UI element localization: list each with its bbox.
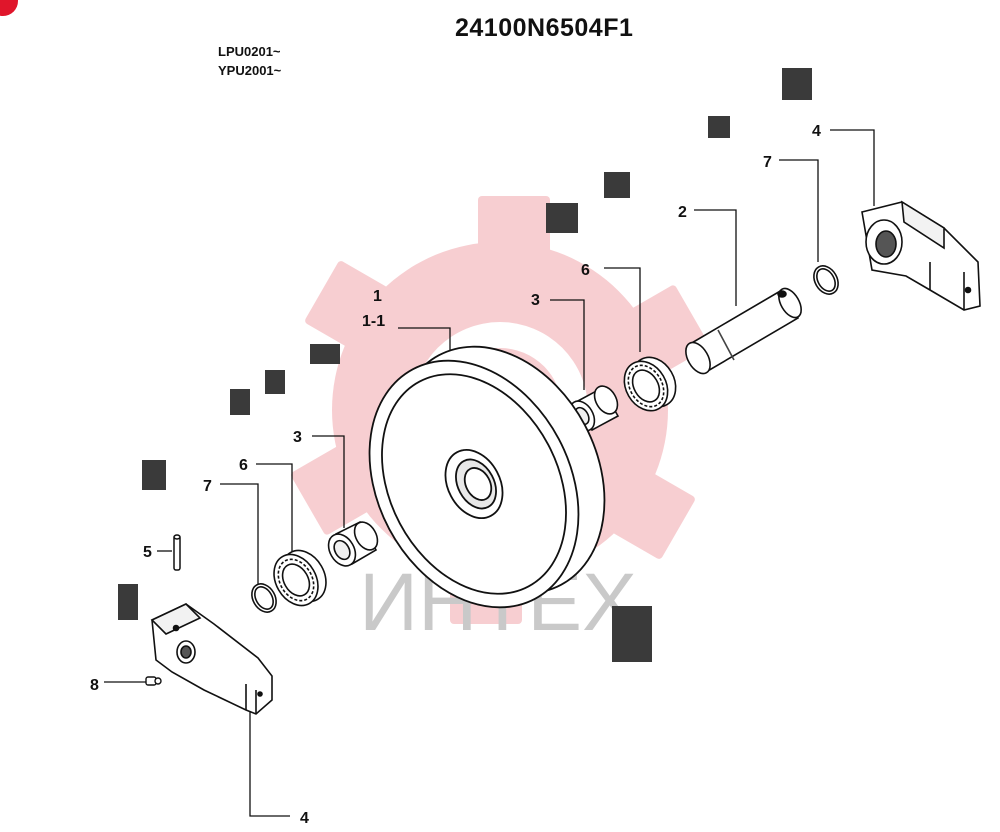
leader-lines <box>104 129 875 817</box>
callout-1-1: 1-1 <box>362 313 385 330</box>
callout-4-bottom: 4 <box>300 810 309 827</box>
pin-icon <box>173 534 181 571</box>
grease-fitting-icon <box>145 676 162 686</box>
bracket-top-icon <box>861 200 981 311</box>
callout-4-top: 4 <box>812 123 821 140</box>
callout-7-top: 7 <box>763 154 772 171</box>
callout-6-top: 6 <box>581 262 590 279</box>
callout-3-left: 3 <box>293 429 302 446</box>
redaction-block <box>782 68 812 100</box>
redaction-block <box>230 389 250 415</box>
serial-range-2: YPU2001~ <box>218 63 282 78</box>
redaction-block <box>265 370 285 394</box>
redaction-blocks <box>118 68 812 662</box>
floating-seal-left-icon <box>273 549 327 607</box>
callout-2: 2 <box>678 204 687 221</box>
redaction-block <box>142 460 166 490</box>
callout-1: 1 <box>373 288 382 305</box>
callout-8: 8 <box>90 677 99 694</box>
serial-range-1: LPU0201~ <box>218 44 281 59</box>
callout-3-top: 3 <box>531 292 540 309</box>
bushing-left-icon <box>327 520 379 567</box>
callout-6-left: 6 <box>239 457 248 474</box>
redaction-block <box>118 584 138 620</box>
callout-5: 5 <box>143 544 152 561</box>
idler-wheel-icon <box>368 345 606 609</box>
callout-7-left: 7 <box>203 478 212 495</box>
bracket-bottom-icon <box>150 603 273 715</box>
redaction-block <box>604 172 630 198</box>
redaction-block <box>708 116 730 138</box>
redaction-block <box>612 606 652 662</box>
part-number-title: 24100N6504F1 <box>455 14 634 42</box>
floating-seal-top-icon <box>623 356 677 412</box>
o-ring-left-icon <box>251 583 277 613</box>
o-ring-top-icon <box>813 265 839 295</box>
shaft-icon <box>685 287 802 375</box>
redaction-block <box>546 203 578 233</box>
redaction-block <box>310 344 340 364</box>
